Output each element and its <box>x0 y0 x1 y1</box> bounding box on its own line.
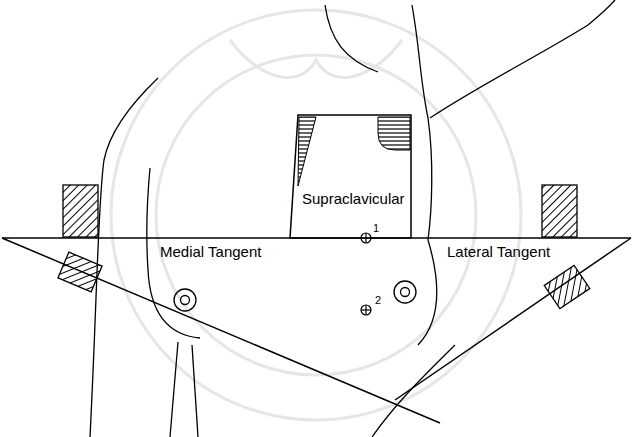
field-border <box>290 115 411 238</box>
callout-number: 2 <box>375 294 381 306</box>
shield-blocks <box>58 185 590 309</box>
isocentre-marks <box>361 233 371 315</box>
watermark-seal <box>111 10 521 420</box>
callout-number: 1 <box>373 222 379 234</box>
field-box: Supraclavicular <box>290 115 412 239</box>
field-edges <box>2 238 631 423</box>
field-outline <box>290 115 412 239</box>
supraclavicular-blocks <box>298 117 410 186</box>
patient-outline <box>90 0 615 437</box>
field-label: Medial Tangent <box>160 244 261 261</box>
field-label: Lateral Tangent <box>447 244 550 261</box>
field-name: Supraclavicular <box>302 191 405 208</box>
